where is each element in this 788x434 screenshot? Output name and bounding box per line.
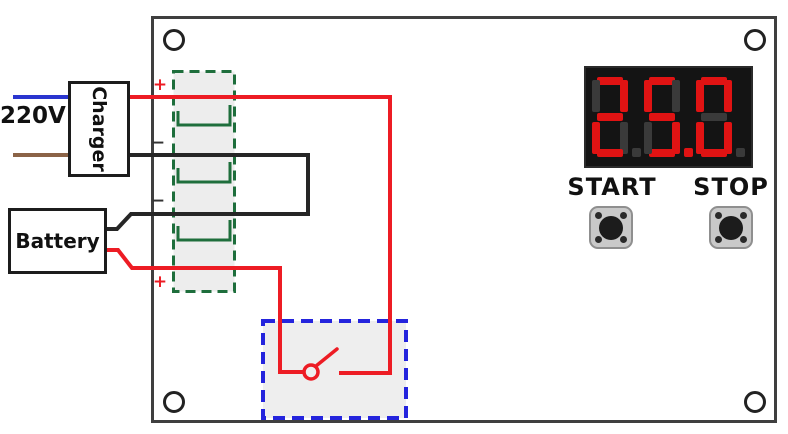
switch-lever-icon (314, 347, 339, 368)
terminal-label-charger-minus: − (150, 133, 166, 153)
start-button-plunger-icon (599, 215, 623, 240)
mounting-hole-bottom-right (744, 391, 766, 413)
button-pin-icon (595, 212, 602, 219)
display-digit (591, 77, 643, 157)
button-pin-icon (715, 212, 722, 219)
battery-box: Battery (8, 208, 107, 274)
button-pin-icon (740, 212, 747, 219)
switch-pivot-icon (302, 363, 320, 381)
mounting-hole-top-left (163, 29, 185, 51)
segment-c (619, 122, 628, 154)
segment-f (695, 80, 704, 112)
segment-f (591, 80, 600, 112)
mounting-hole-bottom-left (163, 391, 185, 413)
segment-g (596, 113, 623, 121)
segment-g (648, 113, 675, 121)
button-pin-icon (620, 212, 627, 219)
stop-button[interactable] (709, 206, 753, 249)
button-pin-icon (620, 236, 627, 243)
start-label: START (567, 173, 657, 201)
decimal-point (735, 148, 745, 157)
segment-d (648, 149, 675, 157)
segment-g (700, 113, 727, 121)
button-pin-icon (715, 236, 722, 243)
segment-c (723, 122, 732, 154)
segment-a (700, 77, 727, 85)
terminal-label-battery-minus: − (150, 191, 166, 211)
button-pin-icon (740, 236, 747, 243)
segment-d (700, 149, 727, 157)
segment-e (643, 122, 652, 154)
terminal-divider-1 (176, 105, 232, 127)
segment-d (596, 149, 623, 157)
decimal-point (683, 148, 693, 157)
segment-e (695, 122, 704, 154)
start-button[interactable] (589, 206, 633, 249)
display-digit (643, 77, 695, 157)
segment-a (648, 77, 675, 85)
terminal-label-charger-plus: + (152, 75, 168, 95)
terminal-divider-3 (176, 220, 232, 242)
button-pin-icon (595, 236, 602, 243)
mounting-hole-top-right (744, 29, 766, 51)
wire-negative-loop (107, 153, 310, 231)
segment-b (671, 80, 680, 112)
stop-label: STOP (693, 173, 769, 201)
display-digit (695, 77, 747, 157)
segment-f (643, 80, 652, 112)
charger-label: Charger (88, 86, 110, 172)
terminal-label-battery-plus: + (152, 272, 168, 292)
terminal-divider-2 (176, 162, 232, 184)
segment-c (671, 122, 680, 154)
relay-outline (261, 319, 408, 420)
charger-box: Charger (68, 81, 130, 177)
segment-a (596, 77, 623, 85)
segment-e (591, 122, 600, 154)
mains-voltage-label: 220V (0, 103, 66, 129)
segment-b (723, 80, 732, 112)
battery-label: Battery (15, 229, 100, 253)
stop-button-plunger-icon (719, 215, 743, 240)
decimal-point (631, 148, 641, 157)
wire-charger-positive (130, 95, 392, 375)
seven-segment-display (584, 66, 753, 168)
segment-b (619, 80, 628, 112)
wire-battery-positive (107, 248, 304, 374)
